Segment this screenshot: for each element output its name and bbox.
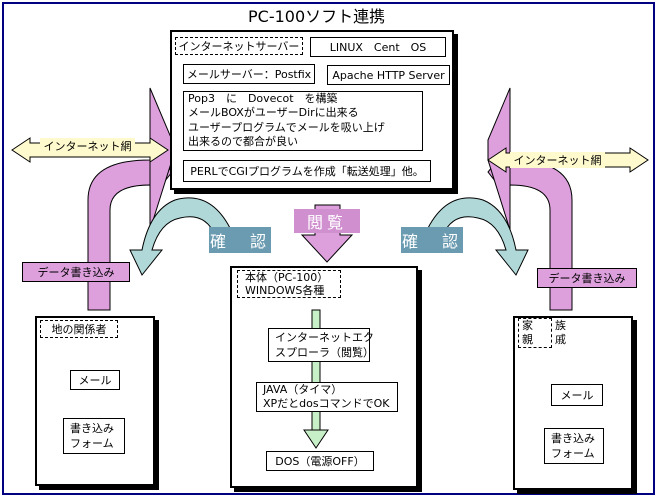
green-arrow-head — [303, 429, 329, 449]
left-form-line1: 書き込み — [70, 422, 114, 435]
server-os: LINUX Cent OS — [310, 37, 446, 57]
ie-line1: インターネットエク — [275, 331, 374, 344]
pop3-line-3: ユーザープログラムでメールを吸い上げ — [188, 121, 385, 134]
main-pc-label: 本体（PC-100） WINDOWS各種 — [237, 270, 341, 298]
left-pc-box — [35, 316, 155, 486]
server-label: インターネットサーバー — [175, 37, 303, 55]
left-pc-mail: メール — [70, 370, 120, 390]
right-pc-label: 家 族 親 戚 — [518, 318, 566, 348]
right-pc-label-line1: 家 族 — [522, 319, 566, 332]
dos-box: DOS（電源OFF） — [266, 451, 374, 471]
left-form-line2: フォーム — [70, 437, 114, 450]
internet-left-label: インターネット網 — [40, 138, 135, 154]
ie-box: インターネットエク スプローラ（閲覧） — [268, 328, 374, 362]
pop3-line-1: Pop3 に Dovecot を構築 — [188, 92, 338, 105]
right-form-line1: 書き込み — [551, 432, 595, 445]
ie-line2: スプローラ（閲覧） — [275, 346, 374, 359]
server-perl: PERLでCGIプログラムを作成「転送処理」他。 — [183, 160, 431, 182]
right-confirm-curve — [427, 197, 529, 276]
server-http: Apache HTTP Server — [327, 65, 450, 85]
left-confirm-curve — [129, 197, 231, 276]
right-pc-label-line2: 親 戚 — [522, 333, 566, 346]
outer-frame — [2, 2, 655, 495]
pop3-line-4: 出来るので都合が良い — [188, 135, 298, 148]
write-left-label: データ書き込み — [22, 262, 130, 282]
right-pc-mail: メール — [551, 384, 603, 406]
java-box: JAVA（タイマ） XPだとdosコマンドでOK — [256, 382, 398, 412]
internet-right-label: インターネット網 — [510, 152, 605, 168]
left-pc-form: 書き込み フォーム — [63, 418, 125, 454]
right-pc-form: 書き込み フォーム — [544, 428, 604, 464]
browse-label: 閲覧 — [294, 209, 360, 233]
main-pc-label-line1: 本体（PC-100） — [245, 271, 329, 284]
confirm-left-label: 確 認 — [209, 227, 271, 253]
confirm-right-label: 確 認 — [401, 227, 463, 253]
server-mail: メールサーバー：Postfix — [183, 64, 315, 84]
diagram-title: PC-100ソフト連携 — [248, 7, 386, 26]
right-form-line2: フォーム — [551, 447, 595, 460]
pop3-line-2: メールBOXがユーザーDirに出来る — [188, 106, 359, 119]
write-right-label: データ書き込み — [537, 268, 637, 288]
main-pc-box — [230, 266, 418, 488]
java-line2: XPだとdosコマンドでOK — [263, 397, 390, 410]
java-line1: JAVA（タイマ） — [263, 383, 343, 396]
main-pc-label-line2: WINDOWS各種 — [245, 284, 325, 297]
left-pc-label: 地の関係者 — [40, 320, 118, 338]
server-pop3-box: Pop3 に Dovecot を構築 メールBOXがユーザーDirに出来る ユー… — [183, 91, 423, 151]
